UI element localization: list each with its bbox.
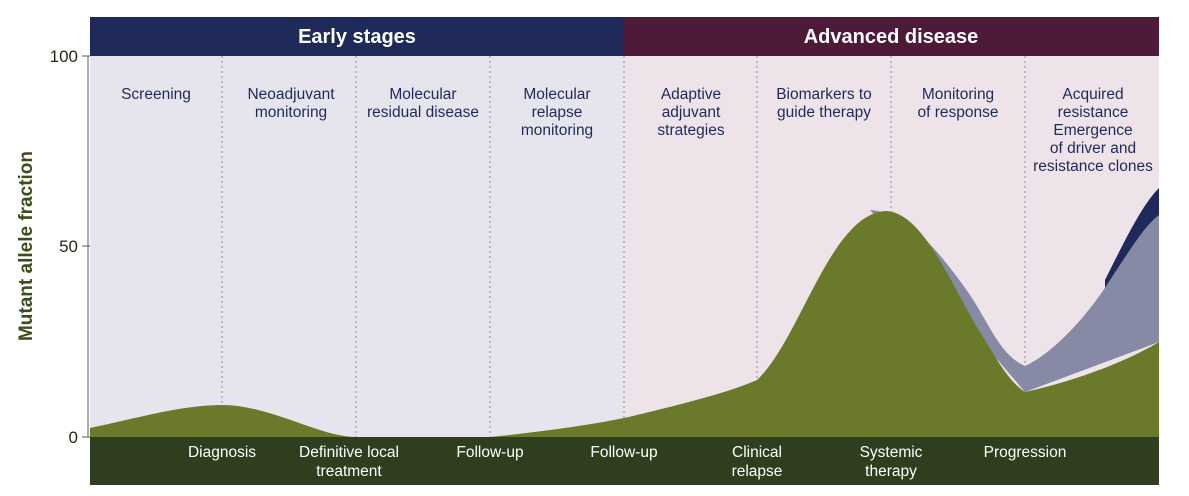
event-label-line: Follow-up [456,444,523,461]
phase-label-line: Screening [121,86,191,103]
event-label-line: Clinical [732,444,782,461]
event-label-line: relapse [732,463,783,480]
event-label-line: Definitive local [299,444,399,461]
early-stages-band [90,17,624,56]
phase-label-line: Molecular [523,86,590,103]
phase-label-line: Biomarkers to [776,86,872,103]
early-stages-title: Early stages [298,26,416,48]
early-stages-panel [90,56,624,437]
event-label-line: Follow-up [590,444,657,461]
driver-clone-area [90,211,1159,437]
advanced-disease-title: Advanced disease [804,26,979,48]
event-label-line: therapy [865,463,917,480]
event-labels: Diagnosis Definitive local treatment Follow… [188,444,1066,480]
event-bar [90,437,1159,485]
phase-label-line: Molecular [389,86,456,103]
event-label: Follow-up [590,444,657,461]
y-tick-label-100: 100 [50,47,78,66]
phase-label-line: Emergence [1053,122,1132,139]
event-label-line: Diagnosis [188,444,256,461]
advanced-disease-band [624,17,1159,56]
phase-label-line: relapse [532,104,583,121]
phase-label-line: monitoring [521,122,593,139]
event-label: Diagnosis [188,444,256,461]
phase-label-line: of response [918,104,999,121]
phase-label-line: of driver and [1050,140,1136,157]
phase-label-line: resistance [1058,104,1129,121]
grey-resistance-clone-area [870,210,1159,392]
event-label-line: Systemic [860,444,923,461]
event-label: Systemic therapy [860,444,923,480]
phase-label-line: strategies [657,122,724,139]
y-tick-label-50: 50 [59,237,78,256]
event-label: Definitive local treatment [299,444,399,480]
y-axis-label: Mutant allele fraction [16,151,37,341]
phase-label-line: resistance clones [1033,158,1153,175]
event-label-line: Progression [984,444,1067,461]
event-label-line: treatment [316,463,382,480]
y-tick-label-0: 0 [69,428,78,447]
phase-label-line: Monitoring [922,86,994,103]
event-label: Follow-up [456,444,523,461]
phase-label-line: monitoring [255,104,327,121]
event-label: Clinical relapse [732,444,783,480]
phase-label-line: residual disease [367,104,479,121]
event-label: Progression [984,444,1067,461]
phase-label-line: Adaptive [661,86,721,103]
phase-label-line: Neoadjuvant [247,86,335,103]
phase-label-line: Acquired [1062,86,1123,103]
phase-label-line: guide therapy [777,104,871,121]
phase-label-line: adjuvant [662,104,721,121]
phase-label: Screening [121,86,191,103]
